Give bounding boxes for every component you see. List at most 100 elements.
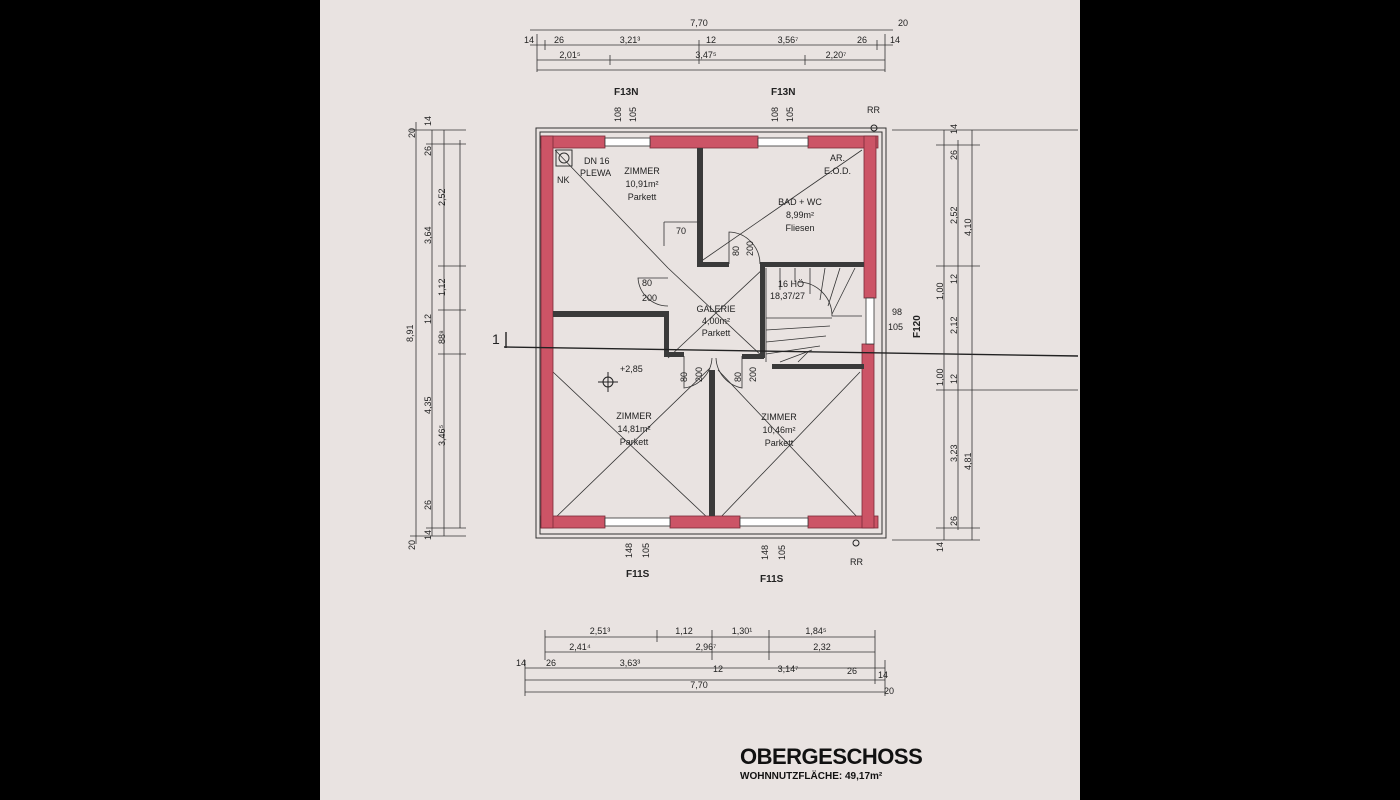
dim-bot3-0: 14 bbox=[516, 658, 526, 668]
dim-door-70: 70 bbox=[676, 226, 686, 236]
dim-left-5: 4,35 bbox=[423, 396, 433, 414]
dim-bot3-5: 26 bbox=[847, 666, 857, 676]
dim-top1-2: 3,21³ bbox=[620, 35, 641, 45]
wall-right-1 bbox=[863, 135, 877, 299]
rain-pipe-top-icon bbox=[870, 124, 878, 132]
room-z3-area: 10,46m² bbox=[762, 425, 795, 435]
dim-bot1-3: 1,84⁵ bbox=[805, 626, 827, 636]
room-z3-name: ZIMMER bbox=[761, 412, 797, 422]
room-gal-name: GALERIE bbox=[696, 304, 735, 314]
dim-door-c-1: 80 bbox=[679, 372, 689, 382]
dim-left-6: 26 bbox=[423, 500, 433, 510]
dim-bot-20: 20 bbox=[884, 686, 894, 696]
dim-bot-total: 7,70 bbox=[690, 680, 708, 690]
dim-top1-1: 26 bbox=[554, 35, 564, 45]
dim-left-2: 26 bbox=[423, 146, 433, 156]
dim-bot3-1: 26 bbox=[546, 658, 556, 668]
dim-right1-0: 14 bbox=[949, 124, 959, 134]
dim-left-inner-1: 1,12 bbox=[437, 278, 447, 296]
dimension-texts: 7,70 20 14 26 3,21³ 12 3,56⁷ 26 14 2,01⁵… bbox=[405, 18, 973, 696]
room-z1-area: 10,91m² bbox=[625, 179, 658, 189]
dim-win-bot-left-1: 148 bbox=[624, 543, 634, 558]
dim-win-top-left-1: 108 bbox=[613, 107, 623, 122]
stair-note-1: 16 HÖ bbox=[778, 279, 804, 289]
stair-note-2: 18,37/27 bbox=[770, 291, 805, 301]
dim-left-inner-3: 3,46⁵ bbox=[437, 424, 447, 446]
dim-top1-0: 14 bbox=[524, 35, 534, 45]
dim-door-c-2: 200 bbox=[694, 367, 704, 382]
dim-left-3: 3,64 bbox=[423, 226, 433, 244]
chimney-note-nk: NK bbox=[557, 175, 570, 185]
dim-bot1-0: 2,51³ bbox=[590, 626, 611, 636]
dim-win-right-2: 105 bbox=[888, 322, 903, 332]
window-tag-bottom-right: F11S bbox=[760, 574, 784, 585]
dim-bot3-4: 3,14⁷ bbox=[778, 664, 799, 674]
dim-left-8: 20 bbox=[407, 540, 417, 550]
dim-win-top-right-1: 108 bbox=[770, 107, 780, 122]
room-bad-floor: Fliesen bbox=[785, 223, 814, 233]
window-right bbox=[865, 297, 875, 345]
wall-right-2 bbox=[861, 343, 875, 529]
interior-walls bbox=[553, 148, 864, 516]
chimney-note-2: PLEWA bbox=[580, 168, 611, 178]
dim-win-top-left-2: 105 bbox=[628, 107, 638, 122]
dim-right2-0: 2,52 bbox=[949, 206, 959, 224]
section-label: 1 bbox=[492, 331, 500, 347]
room-z3-floor: Parkett bbox=[765, 438, 794, 448]
dimension-lines bbox=[410, 29, 1078, 696]
rr-top: RR bbox=[867, 105, 880, 115]
wall-outline bbox=[535, 127, 887, 539]
dim-left-inner-0: 2,52 bbox=[437, 188, 447, 206]
dim-bot3-2: 3,63³ bbox=[620, 658, 641, 668]
level-marker-icon bbox=[598, 372, 618, 392]
level-note: +2,85 bbox=[620, 364, 643, 374]
dim-right1-8: 14 bbox=[935, 542, 945, 552]
dim-door-b-2: 200 bbox=[642, 293, 657, 303]
dim-top2-0: 2,01⁵ bbox=[559, 50, 581, 60]
dim-bot1-2: 1,30¹ bbox=[732, 626, 753, 636]
dim-right1-3: 12 bbox=[949, 274, 959, 284]
dim-top2-2: 2,20⁷ bbox=[826, 50, 847, 60]
window-top-right bbox=[757, 137, 809, 147]
dim-win-right-1: 98 bbox=[892, 307, 902, 317]
dim-left-0: 20 bbox=[407, 128, 417, 138]
room-diagonals bbox=[552, 149, 863, 521]
dim-bot3-3: 12 bbox=[713, 664, 723, 674]
title-block: OBERGESCHOSS WOHNNUTZFLÄCHE: 49,17m² bbox=[740, 744, 923, 782]
dim-left-inner-2: 88⁸ bbox=[437, 330, 447, 344]
area-caption: WOHNNUTZFLÄCHE: 49,17m² bbox=[740, 771, 883, 782]
chimney-note-1: DN 16 bbox=[584, 156, 610, 166]
window-bottom-left bbox=[604, 517, 671, 527]
room-z1-name: ZIMMER bbox=[624, 166, 660, 176]
chimney bbox=[555, 149, 573, 167]
walls bbox=[540, 135, 879, 529]
plan-notes: DN 16 PLEWA NK AR. E.O.D. 16 HÖ 18,37/27… bbox=[492, 87, 923, 585]
dim-left-total: 8,91 bbox=[405, 324, 415, 342]
room-labels: ZIMMER 10,91m² Parkett BAD + WC 8,99m² F… bbox=[616, 166, 822, 448]
dim-bot2-2: 2,32 bbox=[813, 642, 831, 652]
dim-top1-6: 14 bbox=[890, 35, 900, 45]
dim-win-top-right-2: 105 bbox=[785, 107, 795, 122]
room-gal-floor: Parkett bbox=[702, 328, 731, 338]
dim-bot2-1: 2,96⁷ bbox=[696, 642, 717, 652]
dim-left-1: 14 bbox=[423, 116, 433, 126]
dim-bot2-0: 2,41⁴ bbox=[569, 642, 591, 652]
dim-right2-2: 4,81 bbox=[963, 452, 973, 470]
dim-top1-5: 26 bbox=[857, 35, 867, 45]
dim-right2-1: 2,12 bbox=[949, 316, 959, 334]
dim-left-4: 12 bbox=[423, 314, 433, 324]
wall-bottom-2 bbox=[669, 515, 741, 529]
window-top-left bbox=[604, 137, 651, 147]
wall-top-2 bbox=[649, 135, 759, 149]
room-z1-floor: Parkett bbox=[628, 192, 657, 202]
dim-right1-1: 26 bbox=[949, 150, 959, 160]
dim-bot1-1: 1,12 bbox=[675, 626, 693, 636]
window-tag-top-right: F13N bbox=[771, 87, 795, 98]
dim-bot3-6: 14 bbox=[878, 670, 888, 680]
dim-right1-6: 3,23 bbox=[949, 444, 959, 462]
rr-bottom: RR bbox=[850, 557, 863, 567]
dim-right-total: 4,10 bbox=[963, 218, 973, 236]
window-tag-top-left: F13N bbox=[614, 87, 638, 98]
dim-win-bot-left-2: 105 bbox=[641, 543, 651, 558]
